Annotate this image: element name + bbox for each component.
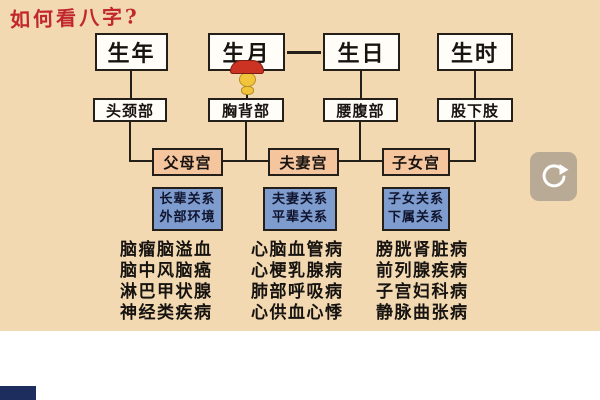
relation-line: 平辈关系 (271, 210, 328, 225)
connector-line (245, 122, 247, 162)
disease-item: 心梗乳腺病 (251, 261, 344, 281)
bodypart-box-head-neck: 头颈部 (93, 98, 167, 122)
pillar-box-day: 生日 (323, 33, 400, 71)
disease-list-col1: 脑瘤脑溢血 脑中风脑癌 淋巴甲状腺 神经类疾病 (120, 240, 213, 324)
disease-item: 心供血心悸 (251, 303, 344, 323)
relation-line: 下属关系 (387, 210, 444, 225)
disease-item: 神经类疾病 (120, 303, 213, 323)
relation-box-children-subordinates: 子女关系 下属关系 (382, 187, 450, 231)
relation-line: 外部环境 (159, 210, 216, 225)
mascot-face (239, 72, 256, 87)
replay-button[interactable] (530, 152, 577, 201)
disease-item: 肺部呼吸病 (251, 282, 344, 302)
disease-list-col2: 心脑血管病 心梗乳腺病 肺部呼吸病 心供血心悸 (251, 240, 344, 324)
connector-line (474, 71, 476, 98)
connector-line (130, 71, 132, 98)
connector-line (450, 160, 476, 162)
relation-line: 长辈关系 (159, 192, 216, 207)
palace-box-spouse: 夫妻宫 (268, 148, 339, 176)
connector-line (474, 122, 476, 162)
disease-item: 淋巴甲状腺 (120, 282, 213, 302)
palace-box-children: 子女宫 (382, 148, 450, 176)
disease-item: 子宫妇科病 (376, 282, 469, 302)
relation-box-elders: 长辈关系 外部环境 (152, 187, 223, 231)
pillar-box-hour: 生时 (437, 33, 513, 71)
disease-item: 心脑血管病 (251, 240, 344, 260)
connector-line (359, 122, 361, 162)
mascot-hat (230, 60, 264, 74)
replay-circular-arrow-icon (542, 163, 568, 187)
disease-item: 脑瘤脑溢血 (120, 240, 213, 260)
mascot-figure (228, 59, 266, 97)
slide-background: 如何看八字? 生年 生月 生日 生时 头颈部 胸背部 腰腹部 股下肢 (0, 0, 600, 331)
pillar-box-year: 生年 (95, 33, 168, 71)
relation-line: 夫妻关系 (271, 192, 328, 207)
disease-item: 前列腺疾病 (376, 261, 469, 281)
disease-item: 脑中风脑癌 (120, 261, 213, 281)
mascot-body (241, 86, 254, 95)
progress-bar-fragment (0, 386, 36, 400)
connector-line (129, 122, 131, 162)
disease-item: 膀胱肾脏病 (376, 240, 469, 260)
bodypart-box-waist-abdomen: 腰腹部 (323, 98, 398, 122)
bodypart-box-chest-back: 胸背部 (208, 98, 284, 122)
palace-box-parents: 父母宫 (152, 148, 223, 176)
bodypart-box-legs: 股下肢 (437, 98, 513, 122)
connector-line (223, 160, 268, 162)
disease-list-col3: 膀胱肾脏病 前列腺疾病 子宫妇科病 静脉曲张病 (376, 240, 469, 324)
connector-line (360, 71, 362, 98)
connector-line (129, 160, 152, 162)
connector-line (339, 160, 382, 162)
connector-month-day (287, 51, 321, 54)
page-title: 如何看八字? (9, 4, 141, 32)
relation-line: 子女关系 (387, 192, 444, 207)
disease-item: 静脉曲张病 (376, 303, 469, 323)
relation-box-spouse-peers: 夫妻关系 平辈关系 (263, 187, 337, 231)
